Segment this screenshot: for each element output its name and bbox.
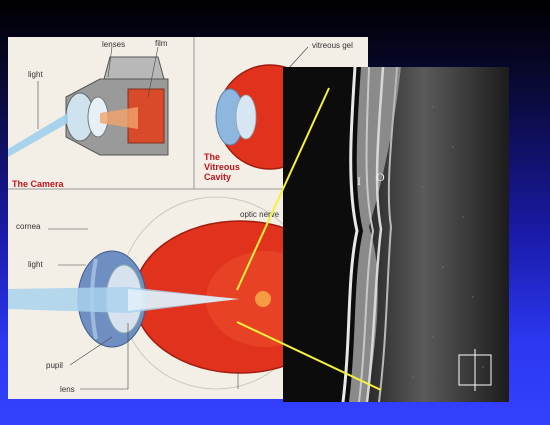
pointer-line-top xyxy=(237,88,329,290)
pointer-line-bottom xyxy=(237,322,381,390)
